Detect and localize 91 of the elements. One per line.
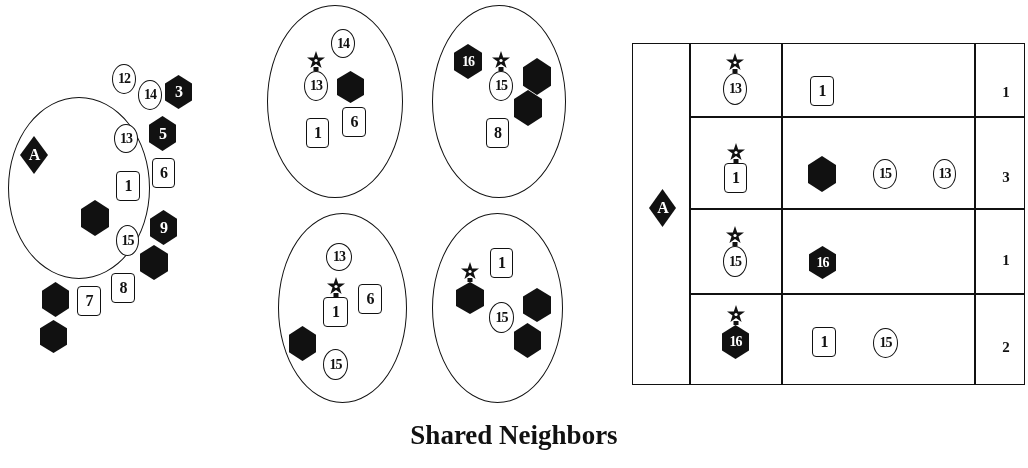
count-label: 2	[1001, 339, 1011, 356]
hexagon-node	[722, 325, 749, 359]
hexagon-node	[523, 58, 551, 95]
number-circle	[304, 71, 328, 101]
hexagon-node	[42, 282, 69, 317]
number-circle	[326, 243, 352, 271]
number-circle	[489, 71, 513, 101]
count-label: 1	[1001, 84, 1011, 101]
node-number: 1	[314, 125, 321, 141]
hexagon-node	[514, 323, 541, 358]
node-number: 1	[498, 255, 505, 271]
node-number: 15	[121, 233, 134, 248]
node-number: 14	[144, 88, 156, 102]
node-number: 15	[879, 167, 891, 181]
node-number: 16	[816, 255, 829, 270]
hexagon-node	[454, 44, 482, 79]
node-number: 15	[879, 336, 892, 350]
number-circle	[116, 225, 139, 256]
number-circle	[723, 73, 747, 105]
node-number: 15	[495, 79, 507, 93]
node-number: 1	[332, 304, 339, 320]
hexagon-node	[165, 75, 192, 109]
node-number: 5	[159, 125, 166, 142]
node-number: 8	[119, 280, 127, 296]
node-number: 6	[350, 114, 358, 130]
node-number: 6	[366, 291, 374, 307]
node-number: 15	[729, 254, 741, 269]
number-square	[490, 248, 513, 278]
hexagon-node	[456, 282, 484, 314]
hexagon-node	[81, 200, 109, 236]
number-circle	[114, 124, 138, 153]
node-number: 6	[160, 165, 167, 181]
node-number: 15	[329, 357, 342, 372]
node-number: 3	[175, 84, 182, 100]
hexagon-node	[289, 326, 316, 361]
hexagon-node	[149, 116, 176, 151]
node-number: 13	[333, 250, 345, 264]
node-number: 13	[310, 79, 322, 93]
number-square	[152, 158, 175, 188]
number-circle	[331, 29, 355, 58]
number-square	[111, 273, 135, 303]
number-square	[306, 118, 329, 148]
node-number: 14	[337, 36, 349, 51]
caption: Shared Neighbors	[410, 420, 618, 451]
diamond-node	[20, 136, 48, 174]
node-number: 13	[120, 131, 132, 146]
node-number: A	[28, 147, 40, 163]
number-square	[486, 118, 509, 148]
number-square	[342, 107, 366, 137]
node-number: 1	[124, 178, 132, 194]
cluster-ellipse	[432, 5, 566, 198]
number-square	[810, 76, 834, 106]
number-circle	[112, 64, 136, 94]
number-circle	[323, 349, 348, 380]
number-square	[358, 284, 382, 314]
hexagon-node	[337, 71, 364, 103]
node-number: 15	[495, 310, 508, 325]
node-number: 1	[820, 334, 828, 350]
node-number: 13	[938, 167, 951, 181]
number-circle	[933, 159, 956, 189]
hexagon-node	[40, 320, 67, 353]
node-number: 12	[118, 72, 130, 86]
number-circle	[489, 302, 514, 333]
hexagon-node	[523, 288, 551, 322]
count-label: 3	[1001, 169, 1011, 186]
number-circle	[138, 80, 162, 110]
node-number: 16	[729, 335, 742, 349]
number-circle	[873, 159, 897, 189]
count-label: 1	[1001, 252, 1011, 269]
node-number: 1	[818, 83, 826, 99]
node-number: 13	[729, 82, 741, 96]
hexagon-node	[809, 246, 836, 279]
node-number: 16	[462, 54, 474, 69]
hexagon-node	[514, 90, 542, 126]
node-number: 8	[494, 125, 501, 141]
number-square	[116, 171, 140, 201]
hexagon-node	[808, 156, 836, 192]
node-number: 7	[85, 293, 93, 309]
number-square	[724, 163, 747, 193]
hexagon-node	[150, 210, 177, 245]
number-square	[812, 327, 836, 357]
number-circle	[723, 246, 747, 277]
diamond-node	[649, 189, 676, 227]
node-number: 1	[732, 170, 739, 186]
shared-neighbor-table	[632, 43, 1025, 385]
number-circle	[873, 328, 898, 358]
node-number: A	[657, 200, 668, 216]
number-square	[77, 286, 101, 316]
hexagon-node	[140, 245, 168, 280]
node-number: 9	[160, 219, 167, 236]
number-square	[323, 297, 348, 327]
